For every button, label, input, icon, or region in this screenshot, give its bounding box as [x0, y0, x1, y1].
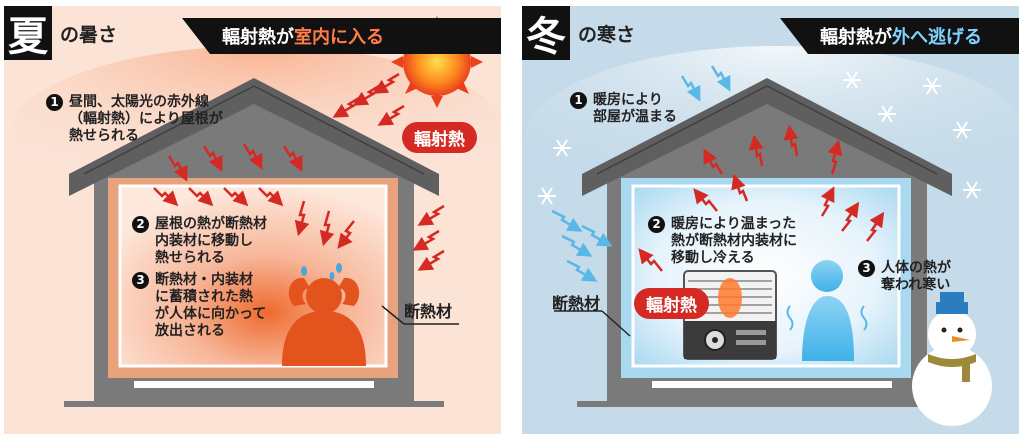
summer-note-1-line-3: 熱せられる [69, 128, 139, 144]
summer-note-3-line-1: 断熱材・内装材 [155, 272, 253, 288]
step-1-badge: 1 [570, 92, 587, 109]
summer-banner-text: 輻射熱が [222, 27, 294, 48]
summer-note-2-line-1: 屋根の熱が断熱材 [155, 216, 267, 232]
winter-illustration [527, 46, 1019, 426]
winter-note-2-line-3: 移動し冷える [671, 250, 755, 266]
heater-icon [683, 270, 777, 360]
winter-season-glyph: 冬 [522, 6, 570, 60]
hot-person-icon [282, 263, 366, 366]
summer-banner: 輻射熱が室内に入る [182, 18, 501, 54]
summer-season-glyph: 夏 [4, 6, 52, 60]
winter-note-2-line-2: 熱が断熱材内装材に [671, 233, 797, 249]
winter-banner-text: 輻射熱が [820, 27, 892, 48]
summer-note-3: 3 断熱材・内装材 に蓄積された熱 が人体に向かって 放出される [132, 272, 266, 340]
snowflake-icons [538, 71, 981, 205]
winter-note-3-line-2: 奪われ寒い [881, 277, 951, 293]
winter-note-3-line-1: 人体の熱が [881, 260, 951, 276]
summer-note-3-line-4: 放出される [155, 323, 225, 339]
winter-subtitle: の寒さ [578, 23, 636, 46]
winter-radiant-heat-badge: 輻射熱 [634, 288, 709, 319]
cold-person-icon [786, 260, 868, 361]
summer-illustration [9, 16, 501, 407]
step-3-badge: 3 [132, 272, 149, 289]
winter-note-2-line-1: 暖房により温まった [671, 216, 797, 232]
summer-subtitle: の暑さ [60, 23, 118, 46]
step-1-badge: 1 [46, 94, 63, 111]
heat-arrows-winter [638, 124, 885, 272]
winter-note-1-line-1: 暖房により [593, 92, 663, 108]
summer-insulation-label: 断熱材 [404, 302, 453, 321]
winter-insulation-label: 断熱材 [552, 294, 601, 313]
step-3-badge: 3 [858, 260, 875, 277]
summer-note-2: 2 屋根の熱が断熱材 内装材に移動し 熱せられる [132, 216, 267, 267]
winter-panel: 冬 の寒さ 輻射熱が外へ逃げる 1 暖房により 部屋が温まる 2 暖房により温まった… [522, 6, 1019, 434]
step-2-badge: 2 [648, 216, 665, 233]
cold-arrows [551, 65, 731, 282]
summer-banner-highlight: 室内に入る [294, 27, 384, 48]
step-2-badge: 2 [132, 216, 149, 233]
summer-note-1-line-2: （輻射熱）により屋根が [69, 111, 223, 127]
summer-note-2-line-3: 熱せられる [155, 250, 225, 266]
summer-note-3-line-2: に蓄積された熱 [155, 289, 253, 305]
summer-note-1-line-1: 昼間、太陽光の赤外線 [69, 94, 209, 110]
winter-banner-highlight: 外へ逃げる [892, 27, 982, 48]
summer-note-2-line-2: 内装材に移動し [155, 233, 253, 249]
summer-panel: 夏 の暑さ 輻射熱が室内に入る 1 昼間、太陽光の赤外線 （輻射熱）により屋根が … [4, 6, 501, 434]
summer-note-1: 1 昼間、太陽光の赤外線 （輻射熱）により屋根が 熱せられる [46, 94, 223, 145]
winter-note-3: 3 人体の熱が 奪われ寒い [858, 260, 951, 294]
winter-note-1: 1 暖房により 部屋が温まる [570, 92, 677, 126]
winter-title: 冬 の寒さ [522, 6, 635, 60]
summer-note-3-line-3: が人体に向かって [155, 306, 267, 322]
winter-note-1-line-2: 部屋が温まる [593, 109, 677, 125]
heat-arrows [153, 72, 445, 271]
winter-banner: 輻射熱が外へ逃げる [780, 18, 1019, 54]
summer-radiant-heat-badge: 輻射熱 [402, 122, 477, 153]
snowman-icon [912, 292, 992, 426]
summer-title: 夏 の暑さ [4, 6, 117, 60]
winter-note-2: 2 暖房により温まった 熱が断熱材内装材に 移動し冷える [648, 216, 797, 267]
